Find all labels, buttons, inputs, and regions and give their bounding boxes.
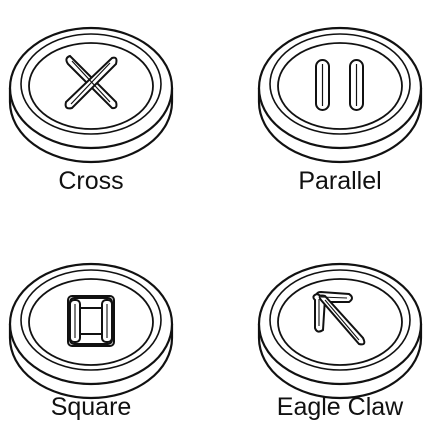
cross-stitch-button-illustration — [6, 6, 176, 166]
caption-cross: Cross — [6, 166, 176, 196]
parallel-stitch-button-illustration — [255, 6, 423, 166]
caption-eagle-claw: Eagle Claw — [255, 392, 423, 422]
eagle-claw-stitch-button-illustration — [255, 242, 423, 402]
caption-square: Square — [6, 392, 176, 422]
square-stitch-button-illustration — [6, 242, 176, 402]
caption-parallel: Parallel — [255, 166, 423, 196]
